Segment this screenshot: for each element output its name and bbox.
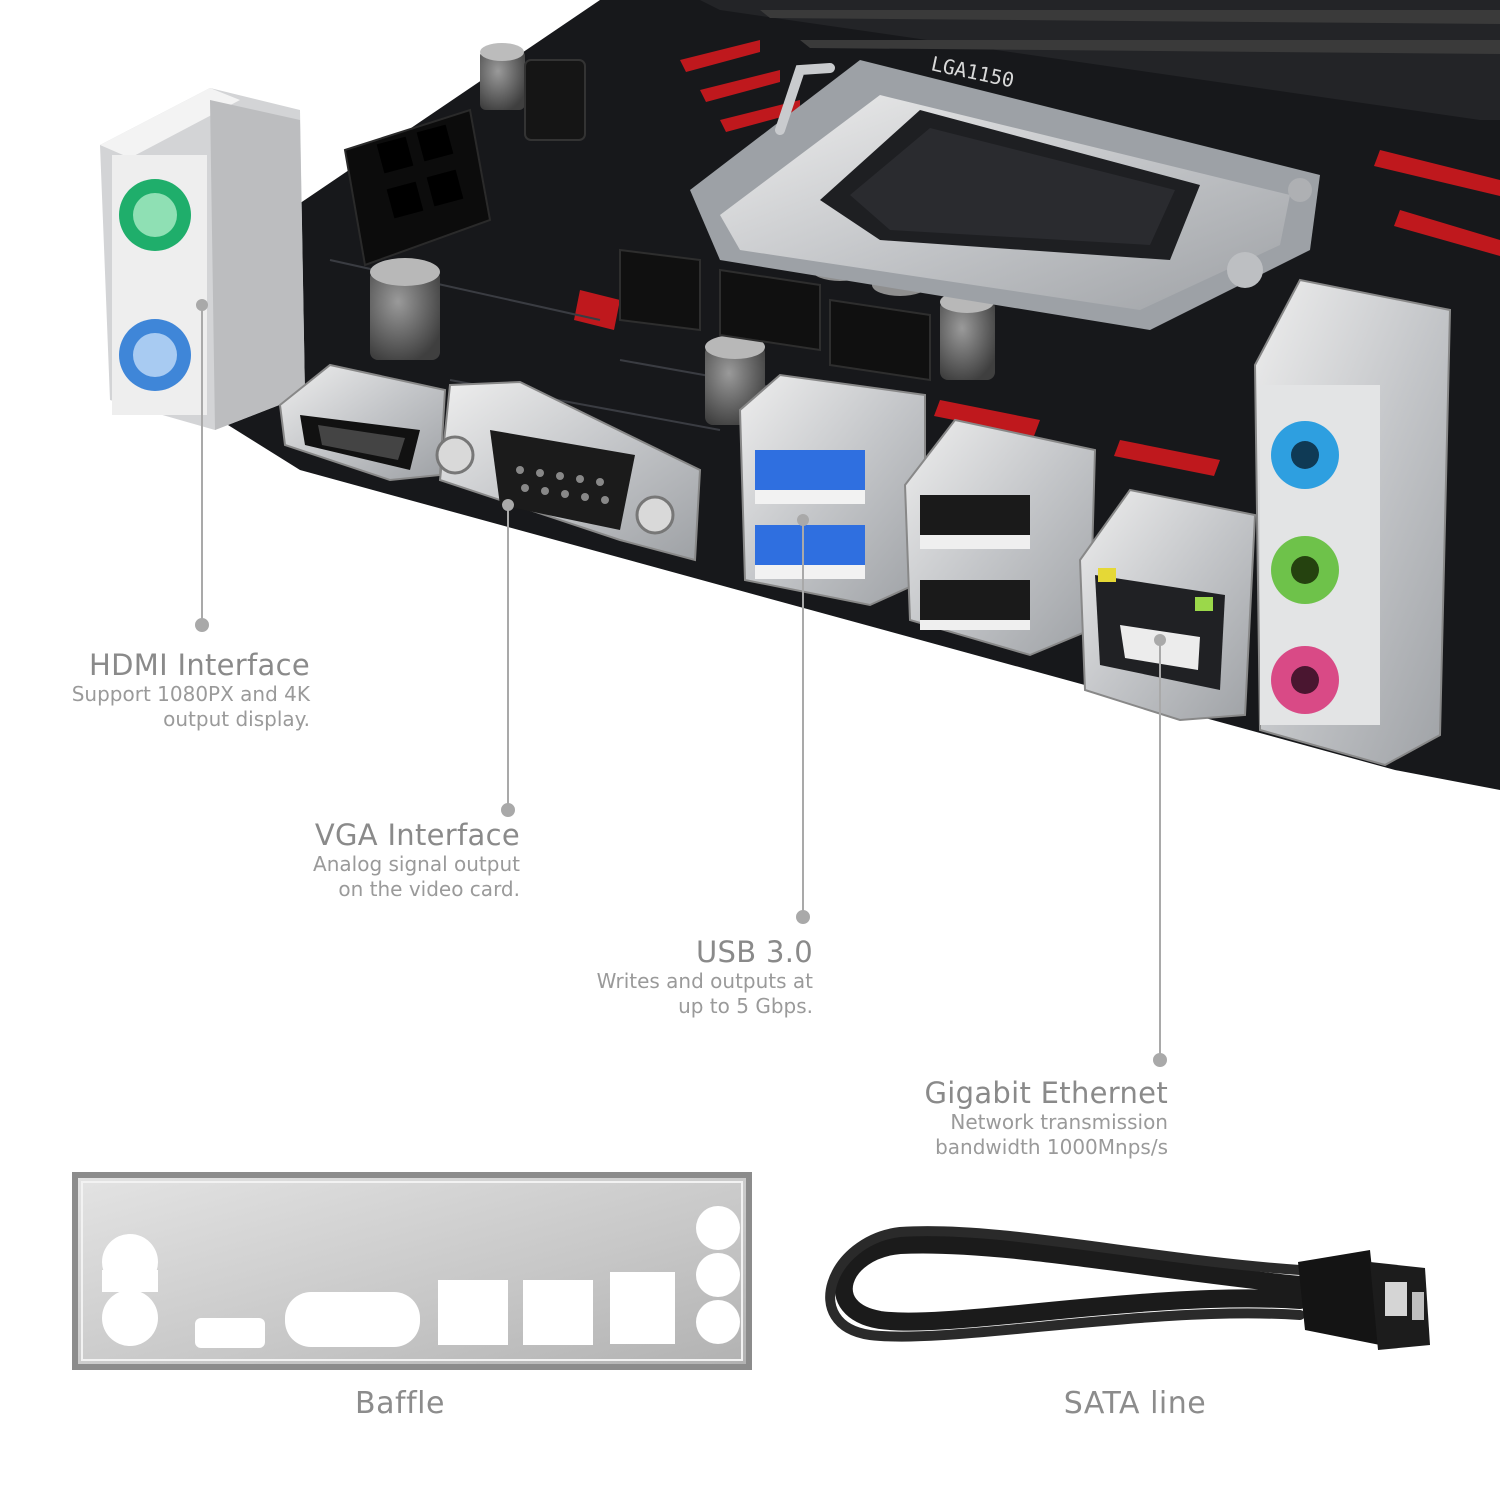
callout-desc-line: output display. (163, 707, 310, 731)
hdmi-port (278, 363, 447, 482)
callout-leaders (195, 299, 1167, 1067)
ps2-port-bracket (100, 88, 305, 430)
baffle-caption: Baffle (355, 1386, 445, 1421)
sata-cable (825, 1226, 1430, 1350)
vrm-chokes (619, 248, 931, 382)
cpu-socket (690, 60, 1320, 330)
callout-vga: VGA Interface Analog signal output on th… (230, 818, 520, 902)
ram-slots (700, 0, 1500, 120)
callout-title: VGA Interface (314, 818, 520, 852)
usb3-port-bottom (755, 525, 865, 565)
audio-jack-stack (1253, 278, 1452, 767)
callout-usb: USB 3.0 Writes and outputs at up to 5 Gb… (520, 935, 813, 1019)
sata-caption: SATA line (1063, 1386, 1207, 1421)
usb3-port-stack (738, 373, 926, 607)
callout-desc-line: Analog signal output (313, 852, 520, 876)
callout-title: HDMI Interface (89, 648, 310, 682)
callout-desc-line: Writes and outputs at (596, 969, 813, 993)
usb3-port-top (755, 450, 865, 490)
callout-ethernet: Gigabit Ethernet Network transmission ba… (860, 1076, 1168, 1160)
callout-hdmi: HDMI Interface Support 1080PX and 4K out… (20, 648, 310, 732)
callout-title: USB 3.0 (696, 935, 813, 969)
callout-desc-line: bandwidth 1000Mnps/s (935, 1135, 1168, 1159)
callout-title: Gigabit Ethernet (924, 1076, 1168, 1110)
callout-desc-line: up to 5 Gbps. (678, 994, 813, 1018)
callout-desc-line: Network transmission (950, 1110, 1168, 1134)
callout-desc-line: on the video card. (338, 877, 520, 901)
callout-desc-line: Support 1080PX and 4K (71, 682, 310, 706)
cpu-power-connector (343, 108, 492, 267)
io-shield-baffle (72, 1172, 752, 1370)
usb2-port-stack (903, 418, 1097, 657)
vga-port (435, 380, 702, 562)
ethernet-port (1078, 488, 1257, 722)
